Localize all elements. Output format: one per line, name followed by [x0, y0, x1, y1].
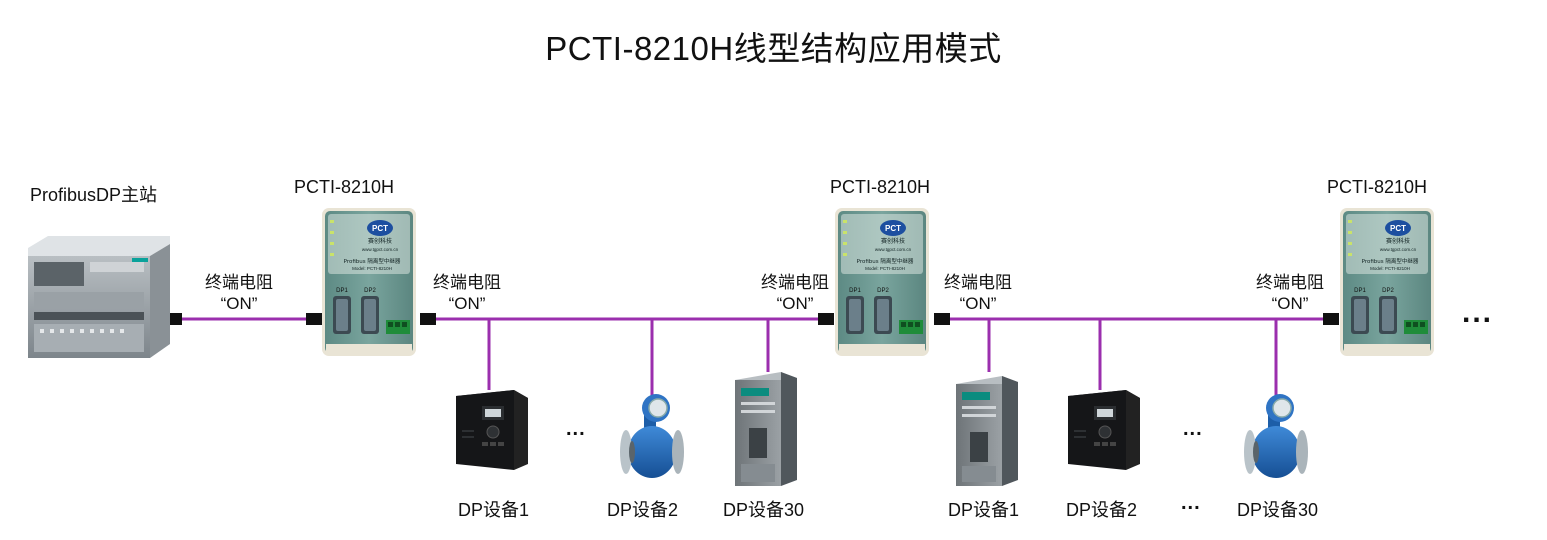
model-text: Model: PCTI-8210H — [865, 266, 905, 271]
port-label: DP2 — [364, 288, 376, 294]
port-label: DP1 — [849, 288, 861, 294]
terminator-annotation: 终端电阻 “ON” — [1256, 272, 1324, 314]
plc-module-icon — [956, 376, 1018, 486]
device-label: DP设备1 — [948, 500, 1020, 520]
port-label: DP2 — [877, 288, 889, 294]
repeater-device-icon: PCT 赛创科技 www.tgpct.com.cn Profibus 隔离型中继… — [835, 208, 929, 356]
repeater-device-icon: PCT 赛创科技 www.tgpct.com.cn Profibus 隔离型中继… — [322, 208, 416, 356]
terminator-text: 终端电阻 — [205, 273, 273, 292]
url-text: www.tgpct.com.cn — [1380, 247, 1417, 252]
flowmeter-icon — [1244, 394, 1308, 478]
master-label: ProfibusDP主站 — [30, 185, 158, 205]
connector-block — [1323, 313, 1339, 325]
product-text: Profibus 隔离型中继器 — [1362, 257, 1419, 265]
terminator-text: 终端电阻 — [761, 273, 829, 292]
bus-lines — [180, 317, 1325, 398]
repeater-device-icon: PCT 赛创科技 www.tgpct.com.cn Profibus 隔离型中继… — [1340, 208, 1434, 356]
connector-block — [420, 313, 436, 325]
terminator-text: 终端电阻 — [1256, 273, 1324, 292]
terminator-state: “ON” — [959, 294, 997, 313]
brand-text: 赛创科技 — [1386, 237, 1410, 245]
terminator-state: “ON” — [448, 294, 486, 313]
model-text: Model: PCTI-8210H — [1370, 266, 1410, 271]
product-text: Profibus 隔离型中继器 — [857, 257, 914, 265]
connector-block — [306, 313, 322, 325]
connector-block — [934, 313, 950, 325]
ellipsis: ... — [1181, 492, 1201, 514]
brand-text: 赛创科技 — [368, 237, 392, 245]
terminator-annotation: 终端电阻 “ON” — [433, 272, 501, 314]
inverter-icon — [1068, 390, 1140, 470]
terminator-annotation: 终端电阻 “ON” — [944, 272, 1012, 314]
flowmeter-icon — [620, 394, 684, 478]
terminator-text: 终端电阻 — [433, 273, 501, 292]
ellipsis: ... — [1183, 418, 1203, 440]
brand-text: 赛创科技 — [881, 237, 905, 245]
terminator-annotation: 终端电阻 “ON” — [761, 272, 829, 314]
page-title: PCTI-8210H线型结构应用模式 — [545, 30, 1002, 67]
url-text: www.tgpct.com.cn — [875, 247, 912, 252]
ellipsis-more: ... — [1462, 296, 1494, 329]
terminator-state: “ON” — [1271, 294, 1309, 313]
inverter-icon — [456, 390, 528, 470]
bus-connectors — [166, 313, 1339, 325]
terminator-annotation: 终端电阻 “ON” — [205, 272, 273, 314]
device-label: DP设备30 — [723, 500, 805, 520]
repeater-label: PCTI-8210H — [830, 177, 931, 197]
device-label: DP设备2 — [1066, 500, 1138, 520]
terminator-state: “ON” — [220, 294, 258, 313]
connector-block — [818, 313, 834, 325]
device-label: DP设备1 — [458, 500, 530, 520]
svg-text:PCT: PCT — [372, 224, 388, 233]
svg-text:PCT: PCT — [1390, 224, 1406, 233]
terminator-state: “ON” — [776, 294, 814, 313]
port-label: DP1 — [336, 288, 348, 294]
repeater-label: PCTI-8210H — [1327, 177, 1428, 197]
repeater-label: PCTI-8210H — [294, 177, 395, 197]
port-label: DP1 — [1354, 288, 1366, 294]
plc-module-icon — [735, 372, 797, 486]
product-text: Profibus 隔离型中继器 — [344, 257, 401, 265]
svg-text:PCT: PCT — [885, 224, 901, 233]
plc-master-icon — [28, 236, 170, 358]
device-label: DP设备30 — [1237, 500, 1319, 520]
url-text: www.tgpct.com.cn — [362, 247, 399, 252]
terminator-text: 终端电阻 — [944, 273, 1012, 292]
device-label: DP设备2 — [607, 500, 679, 520]
ellipsis: ... — [566, 418, 586, 440]
model-text: Model: PCTI-8210H — [352, 266, 392, 271]
port-label: DP2 — [1382, 288, 1394, 294]
